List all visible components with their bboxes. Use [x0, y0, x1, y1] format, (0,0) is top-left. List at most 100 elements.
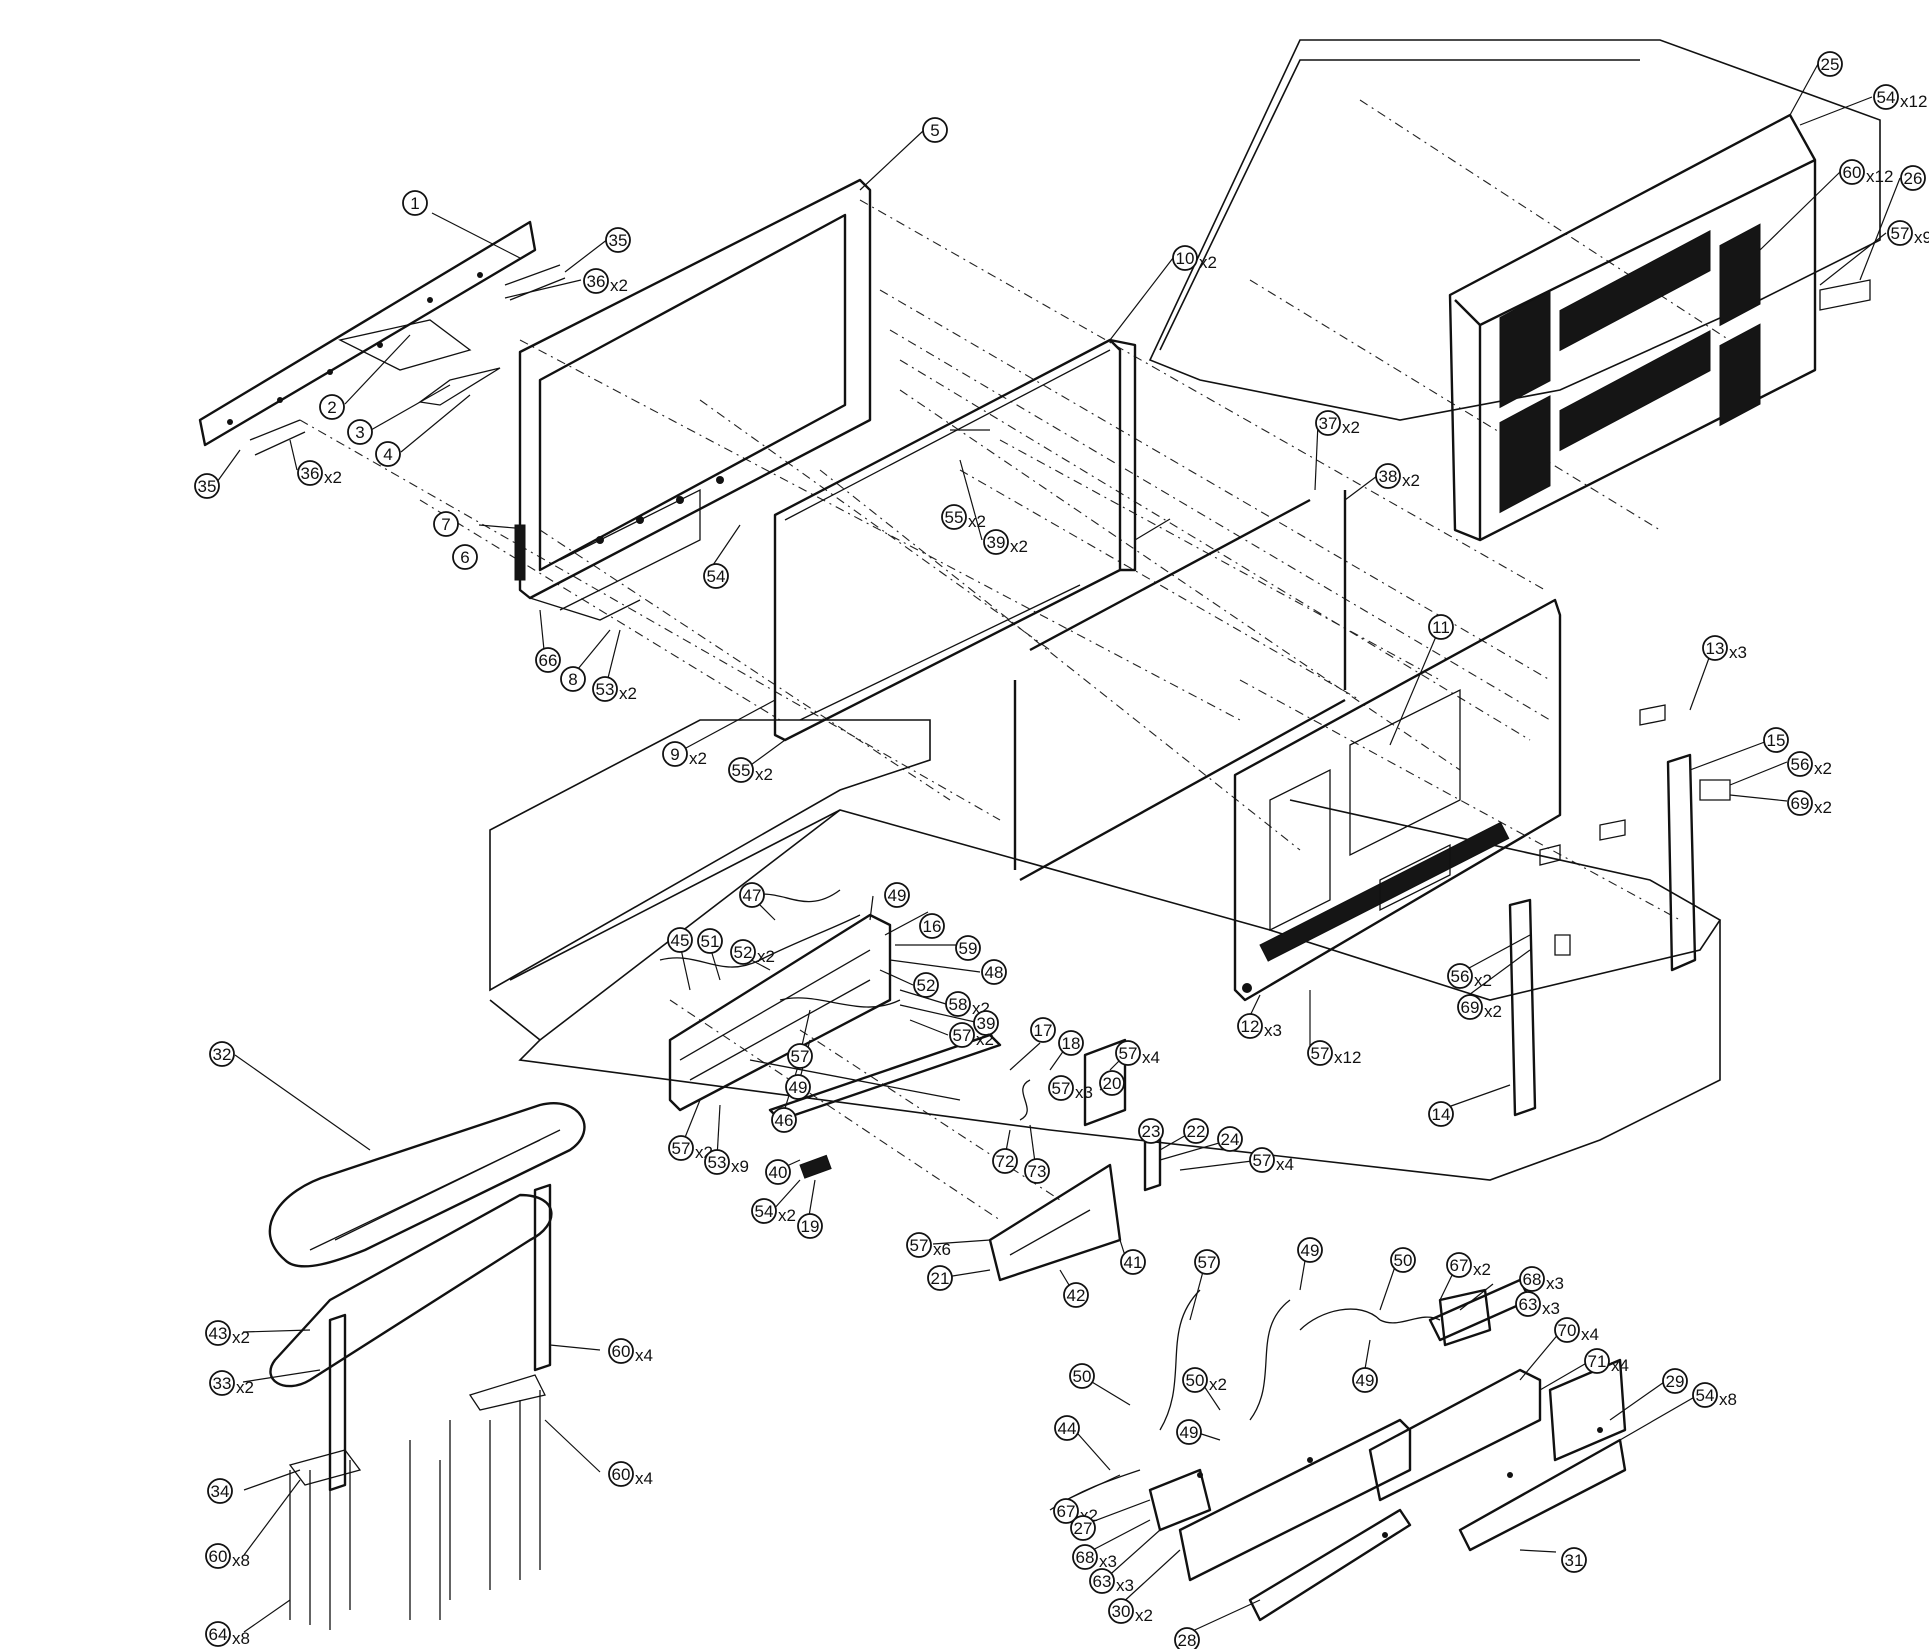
callout-number: 57	[1311, 1044, 1330, 1063]
callout-circle	[728, 757, 754, 783]
callout-circle	[1054, 1415, 1080, 1441]
callout-11: 11	[1428, 614, 1454, 640]
callout-number: 40	[769, 1163, 788, 1182]
callout-quantity: x3	[1729, 643, 1747, 662]
callout-49: 49	[884, 882, 910, 908]
callout-circle	[207, 1478, 233, 1504]
callout-circle	[787, 1043, 813, 1069]
callout-quantity: x2	[778, 1206, 796, 1225]
callout-number: 54	[707, 567, 726, 586]
callout-number: 60	[612, 1465, 631, 1484]
callout-49: 49	[1352, 1367, 1378, 1393]
callout-circle	[797, 1213, 823, 1239]
callout-circle	[1069, 1363, 1095, 1389]
callout-number: 8	[568, 670, 577, 689]
callout-circle	[1554, 1317, 1580, 1343]
callout-circle	[973, 1010, 999, 1036]
callout-5: 5	[922, 117, 948, 143]
callout-number: 53	[708, 1153, 727, 1172]
callout-number: 23	[1142, 1122, 1161, 1141]
callout-41: 41	[1120, 1249, 1146, 1275]
callout-quantity: x2	[1474, 971, 1492, 990]
part-rear-cover	[1448, 113, 1871, 542]
callout-32: 32	[209, 1041, 235, 1067]
callout-72: 72	[992, 1148, 1018, 1174]
callout-number: 55	[732, 761, 751, 780]
callout-circle	[1120, 1249, 1146, 1275]
callout-number: 49	[789, 1078, 808, 1097]
callout-circle	[771, 1107, 797, 1133]
callout-49: 49	[1297, 1237, 1323, 1263]
callout-number: 31	[1565, 1551, 1584, 1570]
callout-number: 13	[1706, 639, 1725, 658]
callout-quantity: x2	[1135, 1606, 1153, 1625]
callout-quantity: x3	[1542, 1299, 1560, 1318]
callout-26: 26	[1900, 165, 1926, 191]
callout-number: 57	[953, 1026, 972, 1045]
callout-28: 28	[1174, 1627, 1200, 1649]
callout-number: 59	[959, 939, 978, 958]
callout-4: 4	[375, 441, 401, 467]
callout-50: 50	[1390, 1247, 1416, 1273]
callout-circle	[667, 927, 693, 953]
part-terminal-board	[659, 889, 1002, 1179]
callout-circle	[1176, 1419, 1202, 1445]
callout-52: 52	[913, 972, 939, 998]
callout-number: 7	[441, 515, 450, 534]
callout-circle	[1662, 1368, 1688, 1394]
callout-circle	[730, 939, 756, 965]
leader-lines	[216, 63, 1901, 1635]
callout-number: 22	[1187, 1122, 1206, 1141]
part-chassis-frame	[773, 338, 1347, 882]
callout-circle	[1063, 1282, 1089, 1308]
callout-6: 6	[452, 544, 478, 570]
callout-number: 67	[1450, 1256, 1469, 1275]
callout-circle	[1172, 245, 1198, 271]
callout-number: 10	[1176, 249, 1195, 268]
callout-8: 8	[560, 666, 586, 692]
callout-2: 2	[319, 394, 345, 420]
callout-number: 56	[1791, 755, 1810, 774]
callout-number: 57	[1052, 1079, 1071, 1098]
callout-quantity: x2	[1209, 1375, 1227, 1394]
callout-circle	[1138, 1118, 1164, 1144]
callout-circle	[1058, 1030, 1084, 1056]
callout-number: 68	[1076, 1548, 1095, 1567]
callout-circle	[1787, 790, 1813, 816]
callout-50: 50	[1069, 1363, 1095, 1389]
callout-23: 23	[1138, 1118, 1164, 1144]
callout-47: 47	[739, 882, 765, 908]
callout-number: 29	[1666, 1372, 1685, 1391]
callout-quantity: x8	[1719, 1390, 1737, 1409]
callout-number: 24	[1221, 1130, 1240, 1149]
callout-number: 50	[1073, 1367, 1092, 1386]
callout-number: 39	[977, 1014, 996, 1033]
callout-circle	[583, 268, 609, 294]
callout-circle	[739, 882, 765, 908]
routing-loops	[489, 39, 1881, 1181]
callout-circle	[927, 1265, 953, 1291]
callout-circle	[1099, 1070, 1125, 1096]
callout-circle	[906, 1232, 932, 1258]
callout-46: 46	[771, 1107, 797, 1133]
callout-number: 34	[211, 1482, 230, 1501]
callout-circle	[1446, 1252, 1472, 1278]
callout-number: 57	[1119, 1044, 1138, 1063]
callout-number: 52	[917, 976, 936, 995]
assembly-guide-lines	[299, 99, 1761, 1221]
